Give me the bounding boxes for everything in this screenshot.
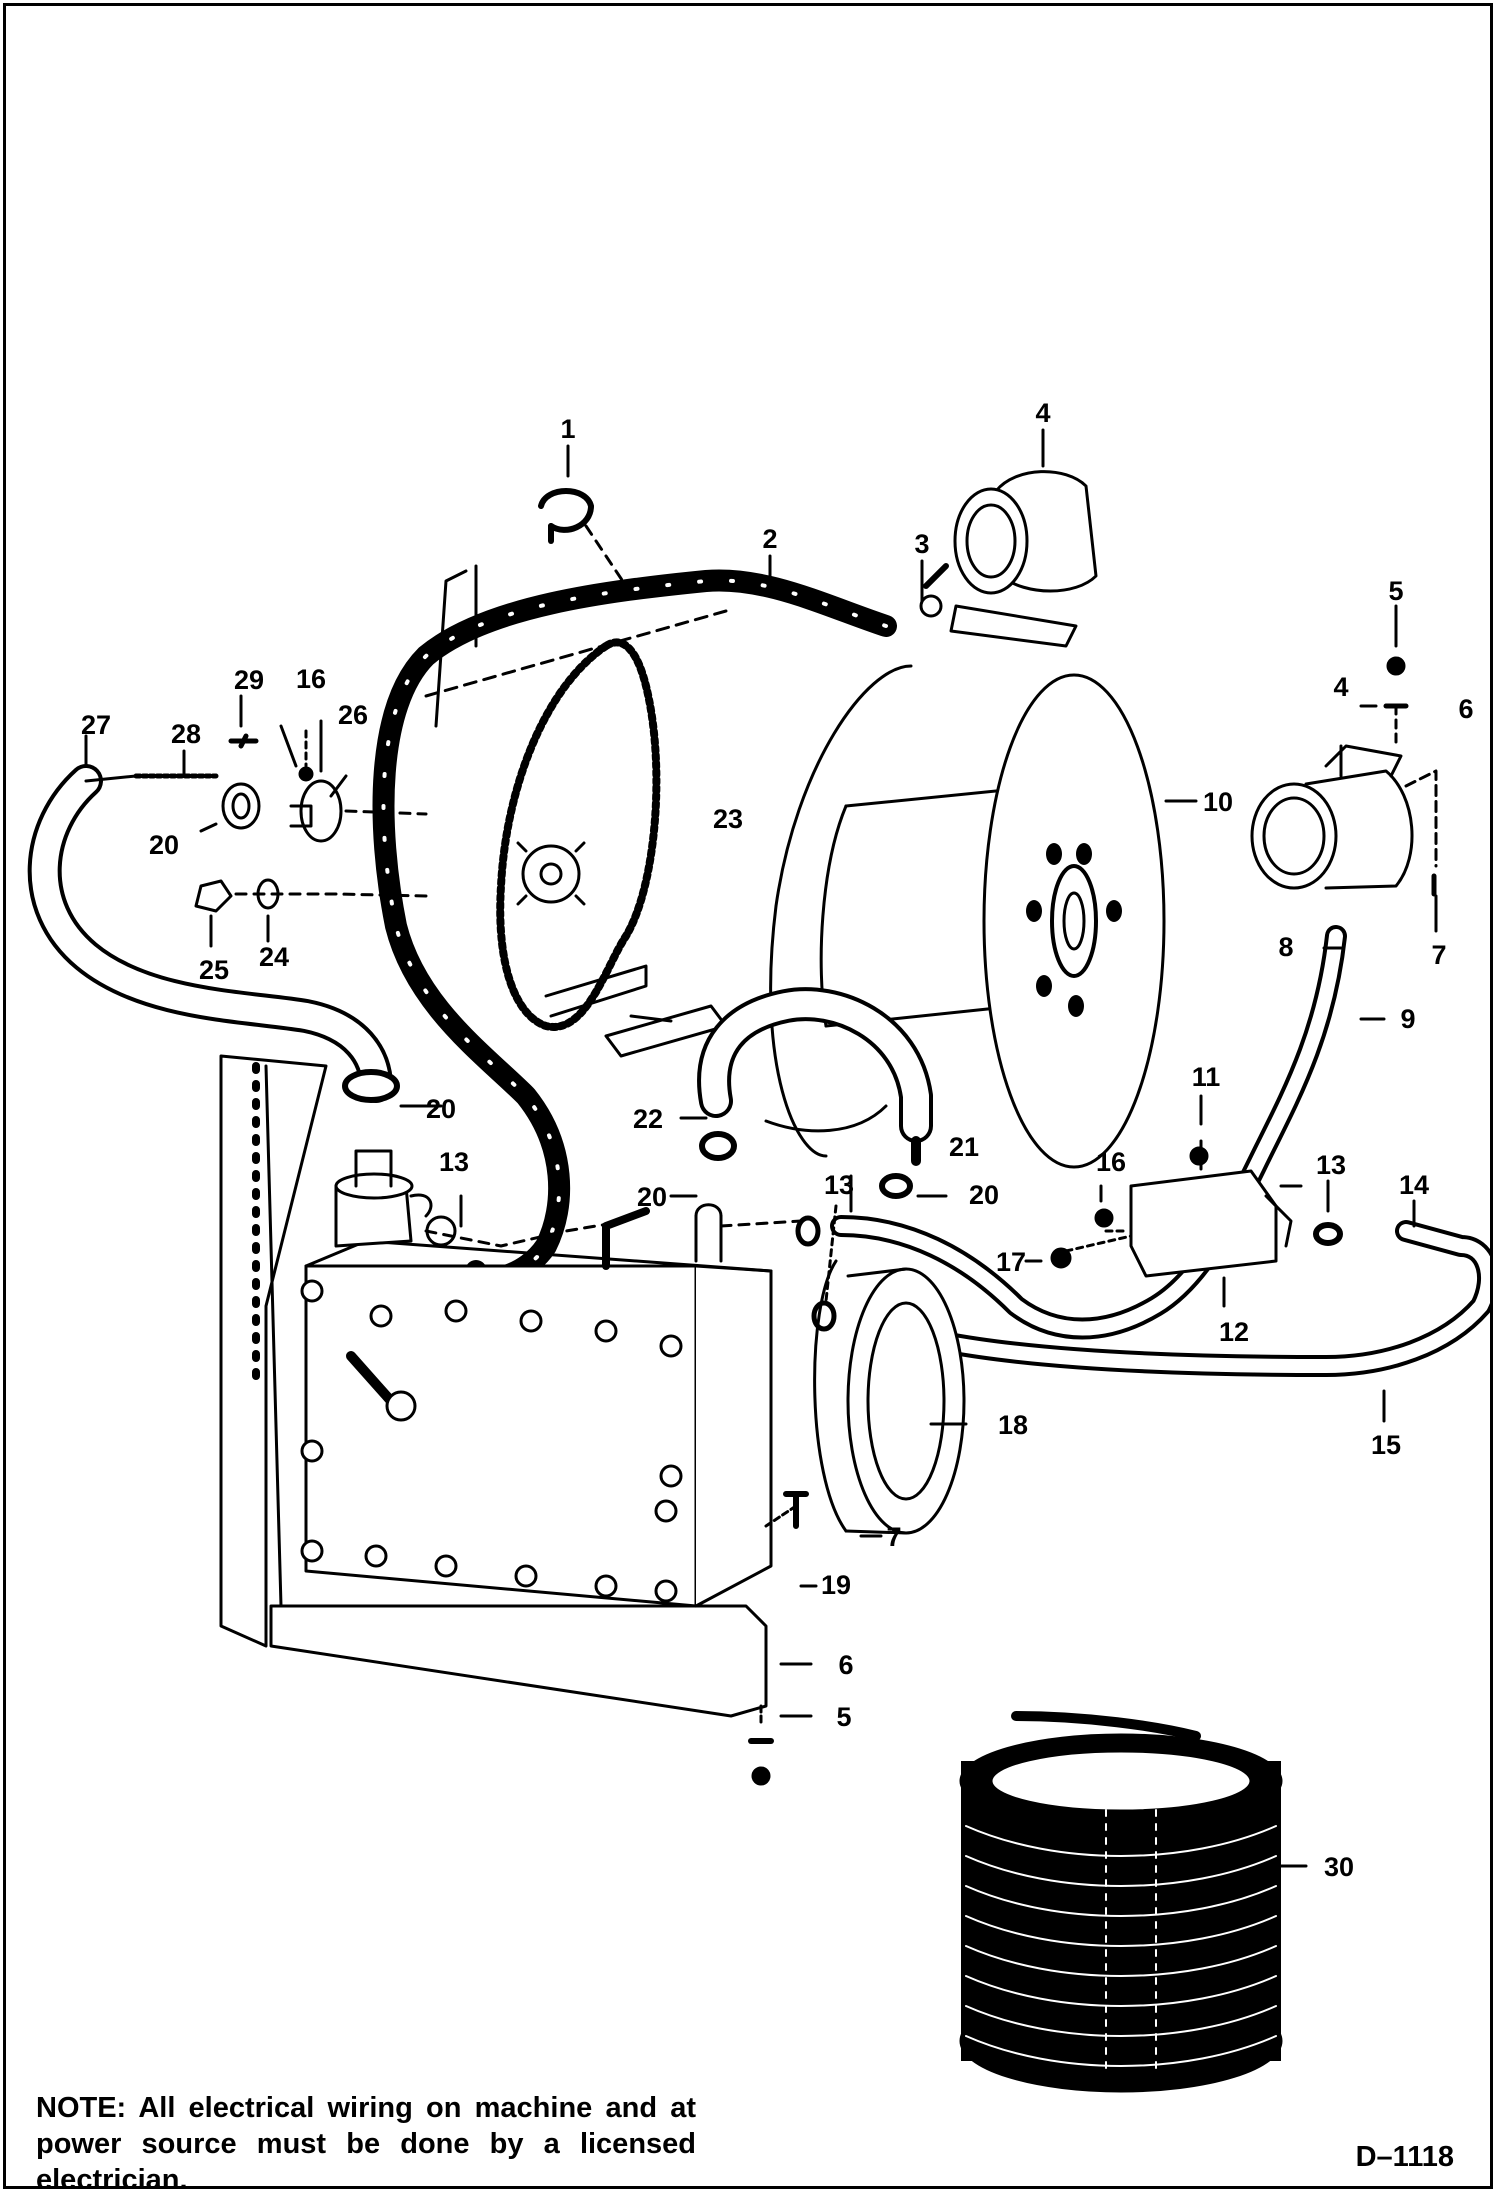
callout-5-top: 5 — [1388, 576, 1403, 606]
callout-13-center: 13 — [824, 1170, 854, 1200]
callout-14: 14 — [1399, 1170, 1429, 1200]
callout-8: 8 — [1278, 932, 1293, 962]
sprocket — [516, 841, 586, 906]
callout-13-left: 13 — [439, 1147, 469, 1177]
power-cable — [372, 569, 897, 1289]
callout-12: 12 — [1219, 1317, 1249, 1347]
leader-lines — [84, 428, 1438, 1868]
callout-24: 24 — [259, 942, 289, 972]
callout-6-top: 6 — [1458, 694, 1473, 724]
callout-21: 21 — [949, 1132, 979, 1162]
diagram-frame: 1 2 3 4 4 5 5 6 6 7 7 8 9 10 11 12 13 13… — [3, 3, 1493, 2189]
reel-motor — [919, 470, 1098, 648]
callout-7-right: 7 — [1431, 940, 1446, 970]
callout-labels: 1 2 3 4 4 5 5 6 6 7 7 8 9 10 11 12 13 13… — [81, 398, 1474, 1882]
callout-26: 26 — [338, 700, 368, 730]
callout-23: 23 — [713, 804, 743, 834]
drawing-number: D–1118 — [1355, 2141, 1454, 2173]
exploded-parts-diagram: 1 2 3 4 4 5 5 6 6 7 7 8 9 10 11 12 13 13… — [27, 398, 1490, 2093]
callout-20-box: 20 — [426, 1094, 456, 1124]
callout-27: 27 — [81, 710, 111, 740]
callout-19: 19 — [821, 1570, 851, 1600]
callout-6-bottom: 6 — [838, 1650, 853, 1680]
callout-4-top: 4 — [1035, 398, 1050, 428]
callout-15: 15 — [1371, 1430, 1401, 1460]
hoses-right — [795, 925, 1490, 1377]
callout-3: 3 — [914, 529, 929, 559]
callout-16-left: 16 — [296, 664, 326, 694]
callout-2: 2 — [762, 524, 777, 554]
callout-7-bottom: 7 — [886, 1522, 901, 1552]
callout-13-right: 13 — [1316, 1150, 1346, 1180]
callout-10: 10 — [1203, 787, 1233, 817]
callout-20-left: 20 — [149, 830, 179, 860]
callout-16-right: 16 — [1096, 1147, 1126, 1177]
pulley — [813, 1259, 966, 1535]
cable-clip — [538, 488, 628, 588]
callout-1: 1 — [560, 414, 575, 444]
chain — [496, 638, 661, 1031]
callout-17: 17 — [996, 1247, 1026, 1277]
callout-18: 18 — [998, 1410, 1028, 1440]
callout-25: 25 — [199, 955, 229, 985]
junction-box — [219, 1054, 809, 1786]
extension-cable-coil — [959, 1711, 1283, 2093]
electrical-wiring-note: NOTE: All electrical wiring on machine a… — [36, 2092, 696, 2189]
callout-29: 29 — [234, 665, 264, 695]
callout-5-bottom: 5 — [836, 1702, 851, 1732]
callout-9: 9 — [1400, 1004, 1415, 1034]
callout-4-right: 4 — [1333, 672, 1348, 702]
hose-middle — [697, 987, 933, 1199]
callout-20-center: 20 — [637, 1182, 667, 1212]
callout-11: 11 — [1192, 1062, 1221, 1092]
hose-left — [27, 764, 393, 1103]
callout-30: 30 — [1324, 1852, 1354, 1882]
fittings-left — [194, 729, 428, 913]
motor — [1250, 656, 1438, 897]
callout-28: 28 — [171, 719, 201, 749]
callout-20-right: 20 — [969, 1180, 999, 1210]
callout-22: 22 — [633, 1104, 663, 1134]
